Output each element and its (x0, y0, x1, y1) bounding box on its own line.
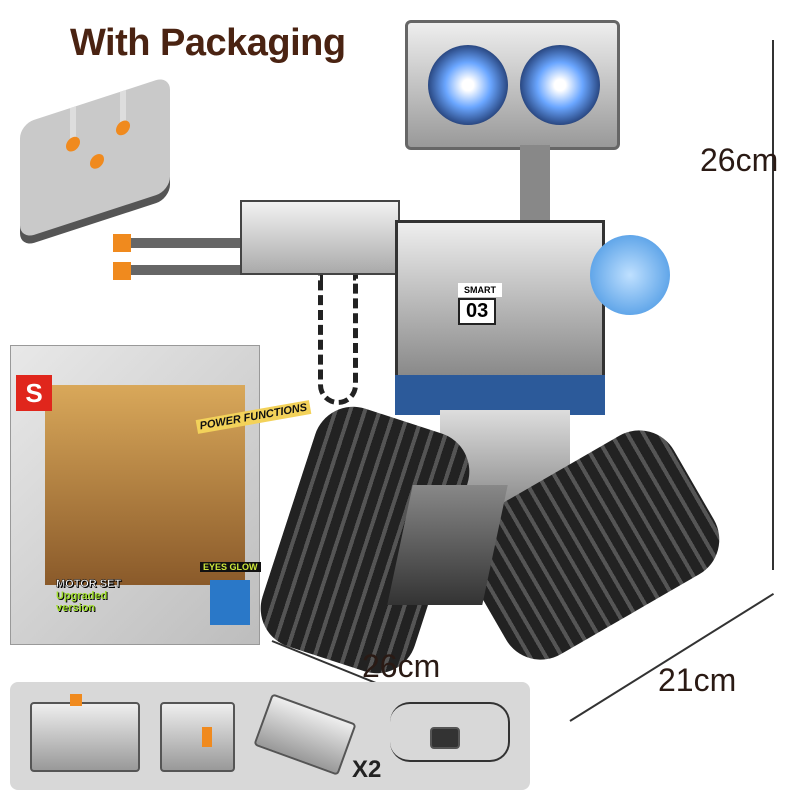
decorative-shape (113, 262, 131, 280)
package-artwork (45, 385, 245, 585)
version-label: version (56, 602, 96, 614)
decorative-shape (120, 238, 240, 248)
remote-control (20, 75, 170, 240)
decorative-shape (520, 145, 550, 225)
decorative-shape (90, 152, 104, 171)
receiver (160, 702, 235, 772)
decorative-shape (116, 118, 130, 138)
robot-belt (395, 375, 605, 415)
robot-label: SMART (458, 283, 502, 297)
motor-set-label: MOTOR SET (56, 578, 122, 590)
accessories-tray: X2 (10, 682, 530, 790)
eyes-glow-label: EYES GLOW (200, 562, 261, 572)
quantity-label: X2 (352, 756, 382, 783)
robot-body: SMART 03 (395, 220, 605, 380)
height-dimension-line (772, 40, 774, 570)
robot-arm (240, 200, 400, 275)
robot-head (405, 20, 620, 150)
height-label: 26cm (700, 142, 779, 178)
upgraded-label: Upgraded (56, 590, 108, 602)
depth-label: 21cm (658, 662, 737, 698)
robot-eye-left (428, 45, 508, 125)
decorative-shape (113, 234, 131, 252)
decorative-shape (70, 694, 82, 706)
motor (253, 693, 357, 776)
box-side-icon (210, 580, 250, 625)
decorative-shape (318, 275, 358, 405)
title: With Packaging (70, 22, 346, 64)
led-light (430, 727, 460, 749)
battery-box (30, 702, 140, 772)
decorative-shape (66, 134, 80, 154)
width-label: 26cm (362, 648, 441, 684)
decorative-shape (390, 702, 510, 762)
robot-number: 03 (458, 298, 497, 325)
robot-eye-right (520, 45, 600, 125)
decorative-shape (120, 265, 240, 275)
decorative-shape (202, 727, 212, 747)
robot-fist (590, 235, 670, 315)
brand-logo: S (16, 375, 52, 411)
